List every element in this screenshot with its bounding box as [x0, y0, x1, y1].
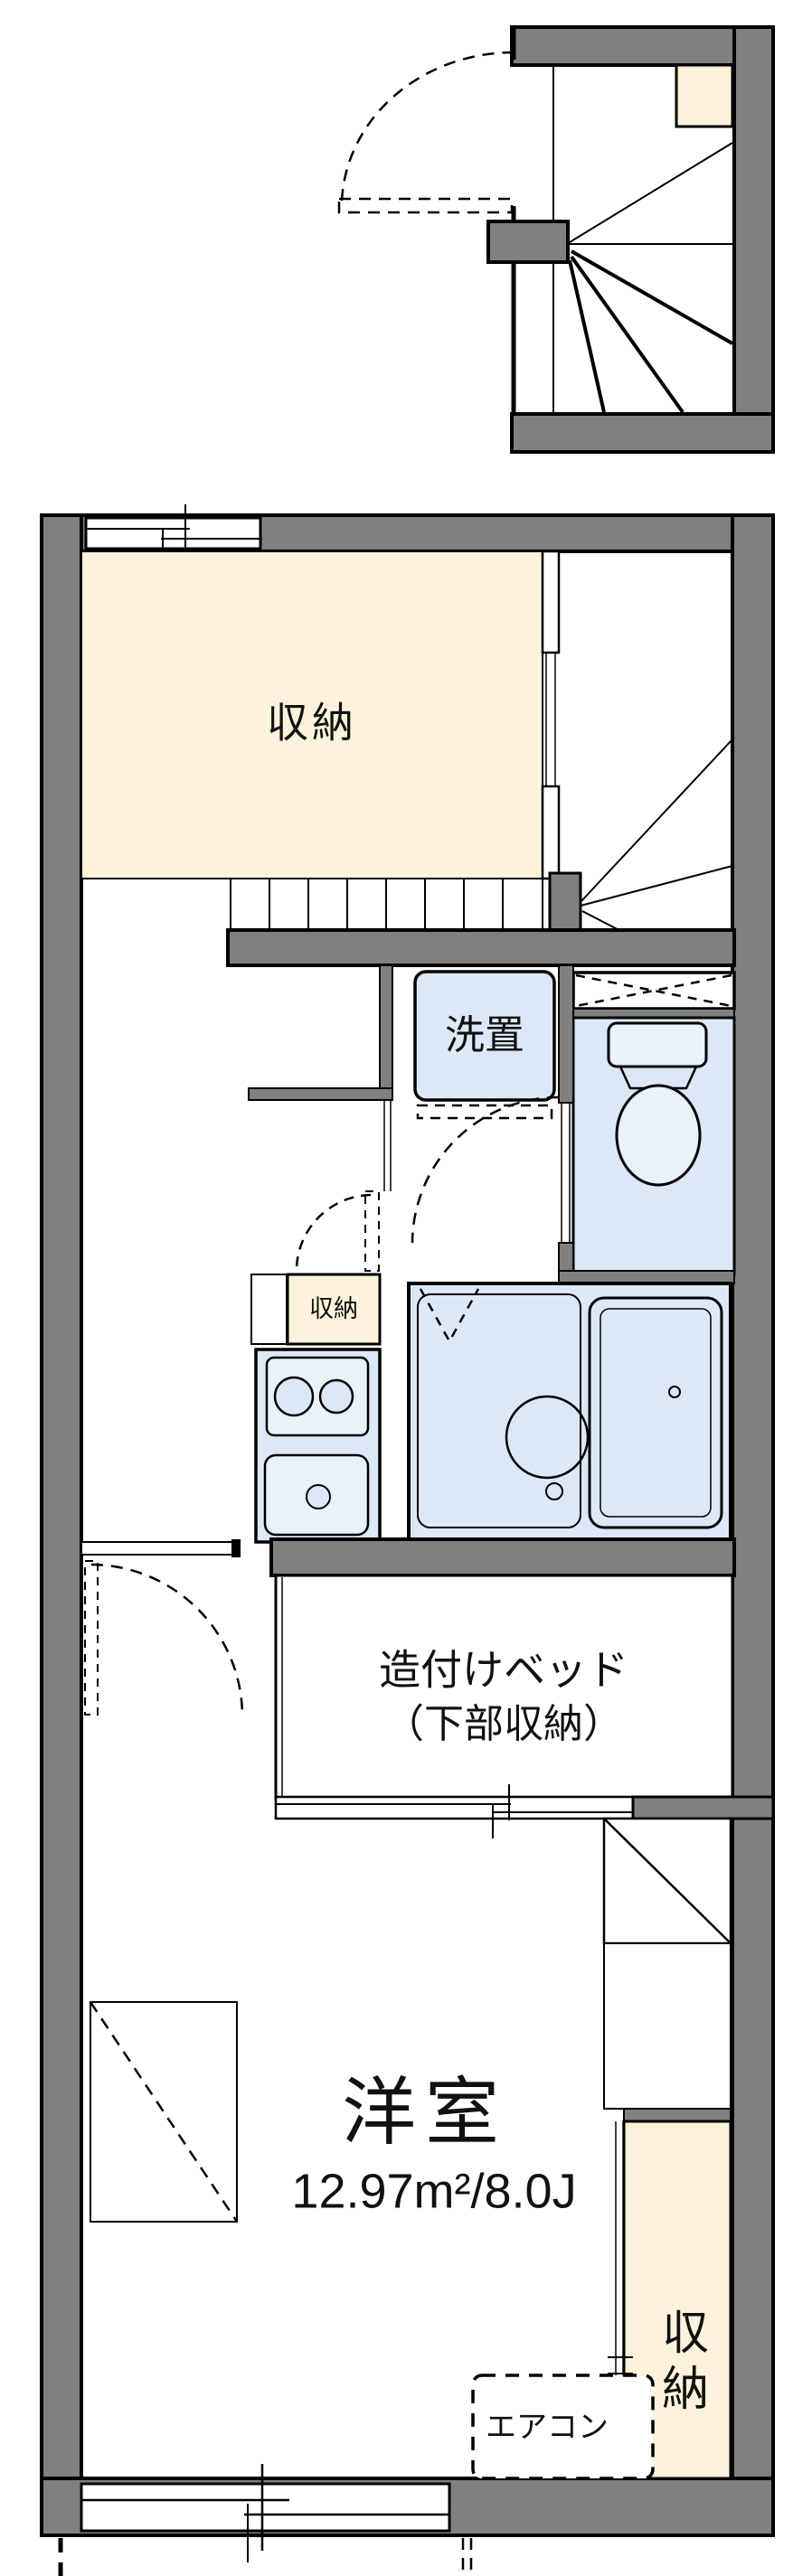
furniture-dashed-box — [89, 2001, 239, 2223]
window-top — [84, 504, 262, 578]
laundry-label: 洗置 — [445, 1012, 524, 1058]
window-bottom — [80, 2464, 451, 2562]
toilet-room — [411, 964, 736, 1284]
upper-stair-enclosure — [337, 25, 775, 454]
room-area-label: 12.97m²/8.0J — [291, 2164, 577, 2219]
kitchen-storage-box — [286, 1273, 382, 1346]
aircon-box — [471, 2374, 655, 2480]
room-name-label: 洋室 — [341, 2071, 509, 2154]
bathroom — [407, 1282, 732, 1542]
vent-box — [571, 971, 736, 1011]
stair-newel-2f — [486, 220, 570, 264]
storage-room-top — [80, 550, 561, 880]
bath-drain — [545, 1482, 563, 1500]
kitchen — [250, 1190, 382, 1544]
corner-shelf — [602, 1817, 732, 2110]
laundry-space — [413, 970, 556, 1120]
hall-walls — [248, 964, 393, 1191]
built-in-bed — [274, 1574, 775, 1838]
aircon-label: エアコン — [486, 2410, 609, 2445]
kitchen-storage-label: 収納 — [309, 1295, 358, 1323]
upper-stair-closet — [675, 63, 734, 128]
bed-label-line1: 造付けベッド — [379, 1646, 628, 1694]
bed-label-line2: （下部収納） — [384, 1701, 623, 1746]
door-entry — [84, 1560, 244, 1716]
sink — [263, 1453, 370, 1537]
bathtub — [588, 1296, 723, 1529]
storage-right-label: 収納 — [654, 2308, 707, 2420]
bath-stool — [505, 1395, 590, 1480]
storage-top-label: 収納 — [267, 699, 357, 747]
staircase-1f — [226, 738, 736, 967]
bath-folding-door — [419, 1288, 480, 1344]
boundary-dashes — [58, 2538, 473, 2576]
winder-treads-2f — [568, 142, 733, 414]
stove — [265, 1356, 370, 1437]
bed-zone-wall — [80, 1537, 736, 1577]
toilet — [607, 1021, 708, 1187]
stair-bottom-wall — [226, 928, 736, 967]
stair-newel-1f — [548, 871, 582, 933]
door-2f-entry — [337, 51, 514, 214]
door-kitchen — [295, 1190, 380, 1272]
